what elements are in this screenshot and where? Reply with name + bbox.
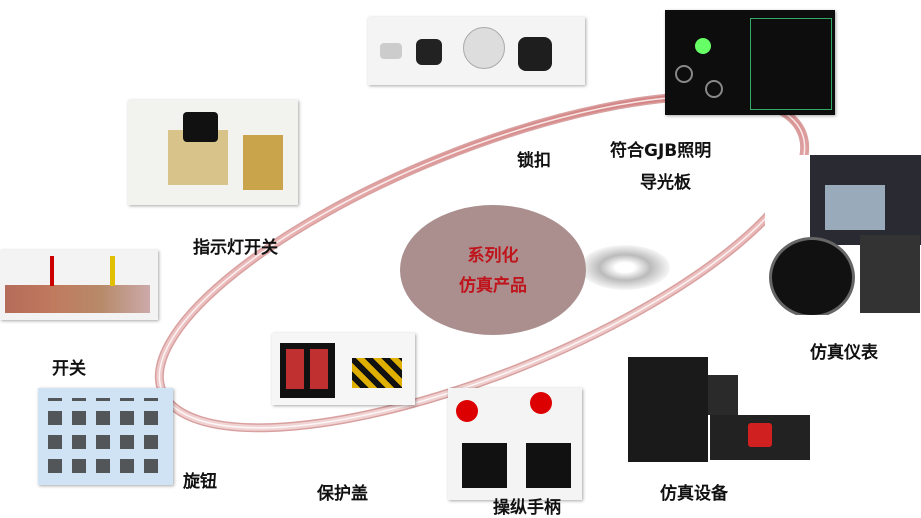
simulation-instrument-image <box>765 155 921 315</box>
toggle-switches-image <box>0 250 158 320</box>
center-title-line1: 系列化 <box>467 246 519 266</box>
glow-decoration <box>580 245 670 290</box>
label-switch: 开关 <box>52 359 86 379</box>
center-title-line2: 仿真产品 <box>459 276 527 296</box>
knobs-image <box>38 388 173 485</box>
label-simulation-equipment: 仿真设备 <box>660 484 728 504</box>
light-guide-panel-image <box>665 10 835 115</box>
label-lock: 锁扣 <box>517 151 551 171</box>
label-light-guide-line1: 符合GJB照明 <box>610 141 712 161</box>
control-handle-image <box>448 388 582 500</box>
label-knob: 旋钮 <box>183 472 217 492</box>
indicator-switch-image <box>128 100 298 205</box>
label-control-handle: 操纵手柄 <box>493 498 561 518</box>
label-light-guide-line2: 导光板 <box>640 173 691 193</box>
lock-image <box>368 17 585 85</box>
center-ellipse: 系列化 仿真产品 <box>400 205 586 335</box>
label-guard-cover: 保护盖 <box>317 484 368 504</box>
guard-cover-image <box>272 333 415 405</box>
label-simulation-instrument: 仿真仪表 <box>810 343 878 363</box>
label-indicator-switch: 指示灯开关 <box>193 238 278 258</box>
simulation-equipment-image <box>620 355 815 470</box>
